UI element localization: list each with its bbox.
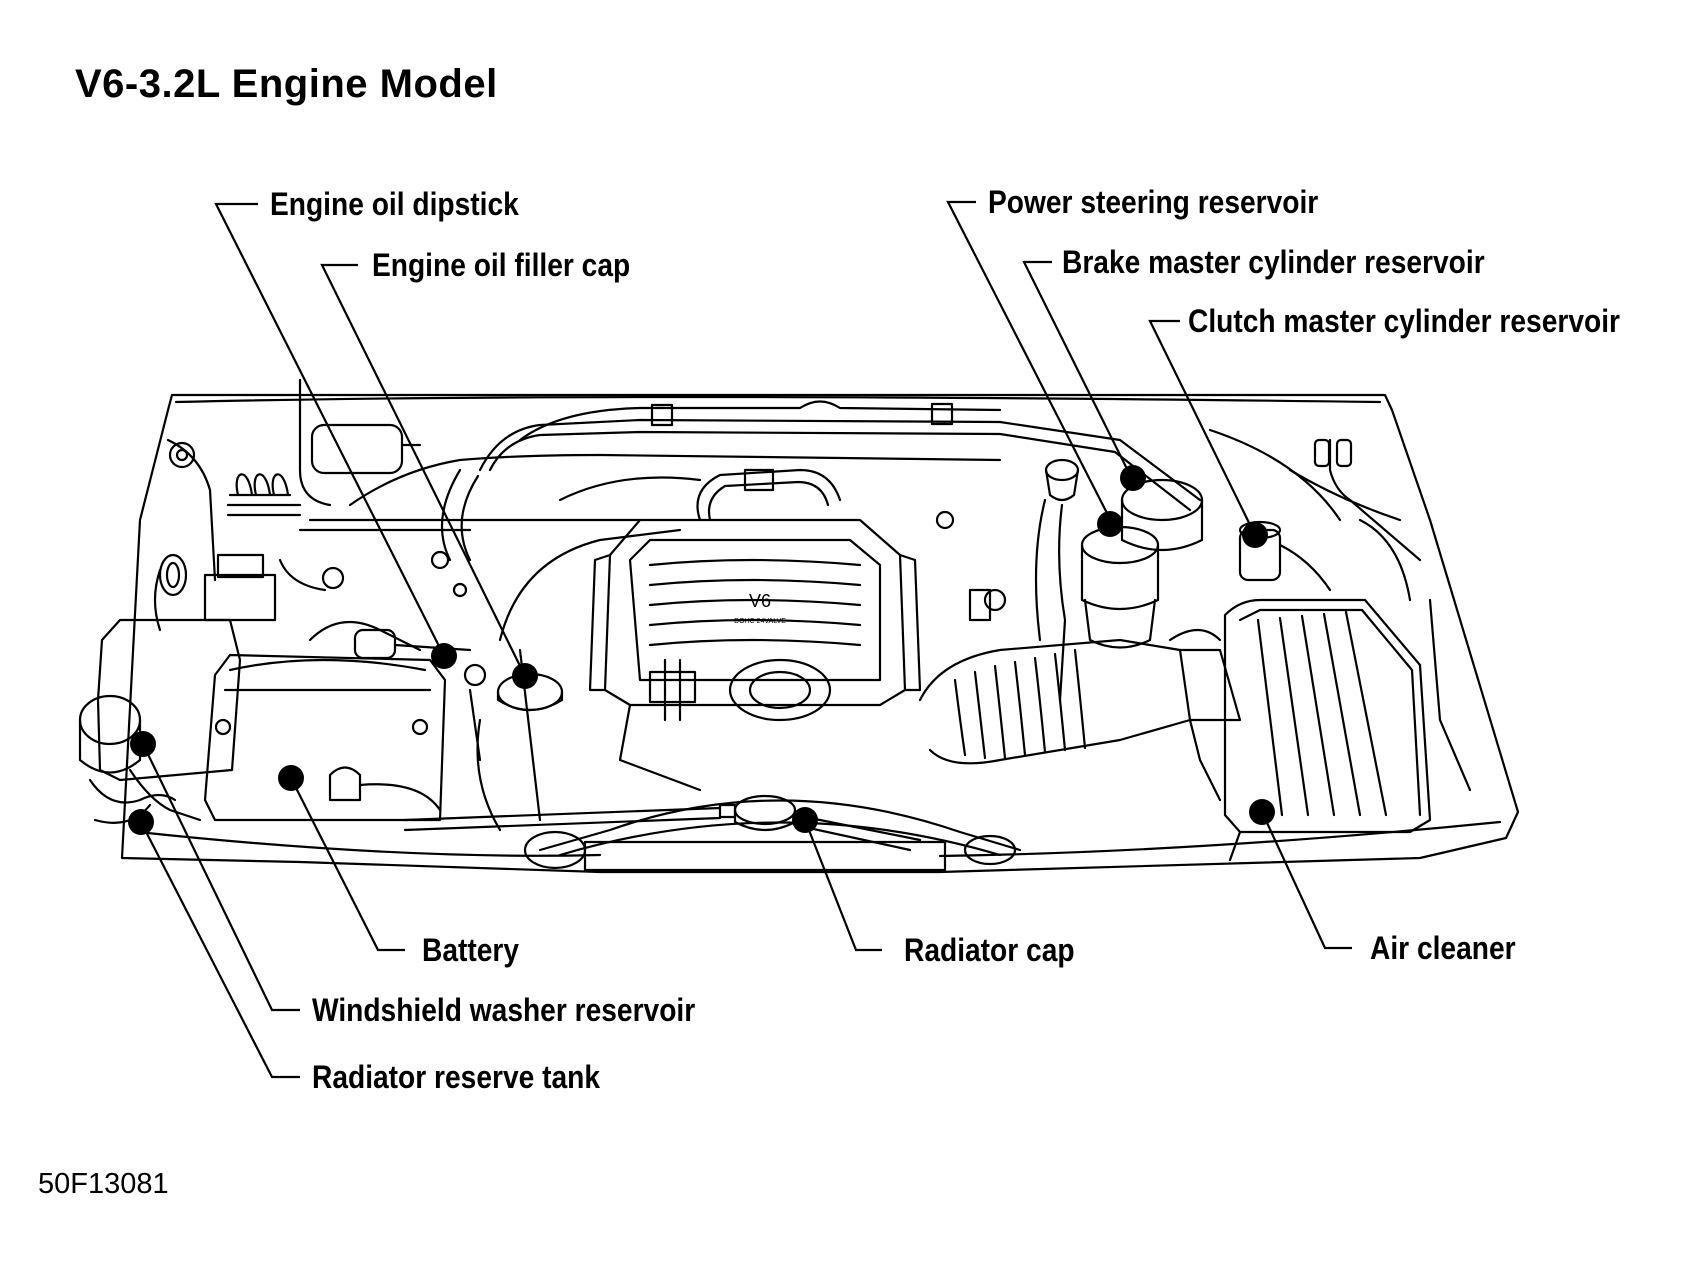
leader-power-steering-reservoir: [946, 200, 1111, 520]
dot-brake-master-cylinder-reservoir: [1120, 465, 1146, 491]
engine-bay-drawing: [78, 378, 1520, 874]
intake-hose-drawing: [918, 638, 1192, 765]
battery-drawing: [203, 653, 447, 822]
callout-dots: [128, 465, 1275, 835]
label-windshield-washer-reservoir: Windshield washer reservoir: [312, 992, 696, 1028]
leader-battery: [290, 777, 405, 952]
power-steering-reservoir-drawing: [1044, 458, 1080, 482]
dot-radiator-reserve-tank: [128, 809, 154, 835]
diagram-title: V6-3.2L Engine Model: [75, 62, 498, 106]
dot-power-steering-reservoir: [1097, 511, 1123, 537]
leader-engine-oil-filler-cap: [320, 263, 526, 677]
label-engine-oil-dipstick: Engine oil dipstick: [270, 186, 519, 222]
label-engine-oil-filler-cap: Engine oil filler cap: [372, 247, 631, 283]
label-power-steering-reservoir: Power steering reservoir: [988, 184, 1319, 220]
dot-engine-oil-dipstick: [431, 643, 457, 669]
dot-air-cleaner: [1249, 799, 1275, 825]
leader-engine-oil-dipstick: [214, 202, 445, 657]
label-brake-master-cylinder-reservoir: Brake master cylinder reservoir: [1062, 244, 1485, 280]
dot-clutch-master-cylinder-reservoir: [1242, 522, 1268, 548]
engine-bay-outline: [120, 393, 1520, 874]
leader-brake-master-cylinder-reservoir: [1022, 260, 1134, 482]
dot-radiator-cap: [792, 807, 818, 833]
leader-clutch-master-cylinder-reservoir: [1148, 319, 1256, 536]
dot-battery: [278, 765, 304, 791]
label-radiator-cap: Radiator cap: [904, 932, 1075, 968]
figure-code: 50F13081: [38, 1168, 169, 1200]
label-radiator-reserve-tank: Radiator reserve tank: [312, 1059, 600, 1095]
label-clutch-master-cylinder-reservoir: Clutch master cylinder reservoir: [1188, 303, 1620, 339]
washer-reservoir-drawing: [96, 618, 242, 782]
air-cleaner-box-drawing: [1223, 598, 1432, 834]
leader-air-cleaner: [1261, 811, 1352, 950]
engine-badge-sub: DOHC 24VALVE: [734, 618, 786, 625]
dot-engine-oil-filler-cap: [512, 663, 538, 689]
leader-windshield-washer-reservoir: [142, 743, 300, 1012]
leader-radiator-reserve-tank: [140, 821, 300, 1079]
leader-lines: [140, 200, 1352, 1079]
engine-badge-main: V6: [749, 591, 771, 611]
label-battery: Battery: [422, 932, 520, 968]
dot-windshield-washer-reservoir: [130, 731, 156, 757]
radiator-core-drawing: [583, 840, 947, 872]
leader-radiator-cap: [803, 819, 882, 952]
label-air-cleaner: Air cleaner: [1370, 930, 1516, 966]
